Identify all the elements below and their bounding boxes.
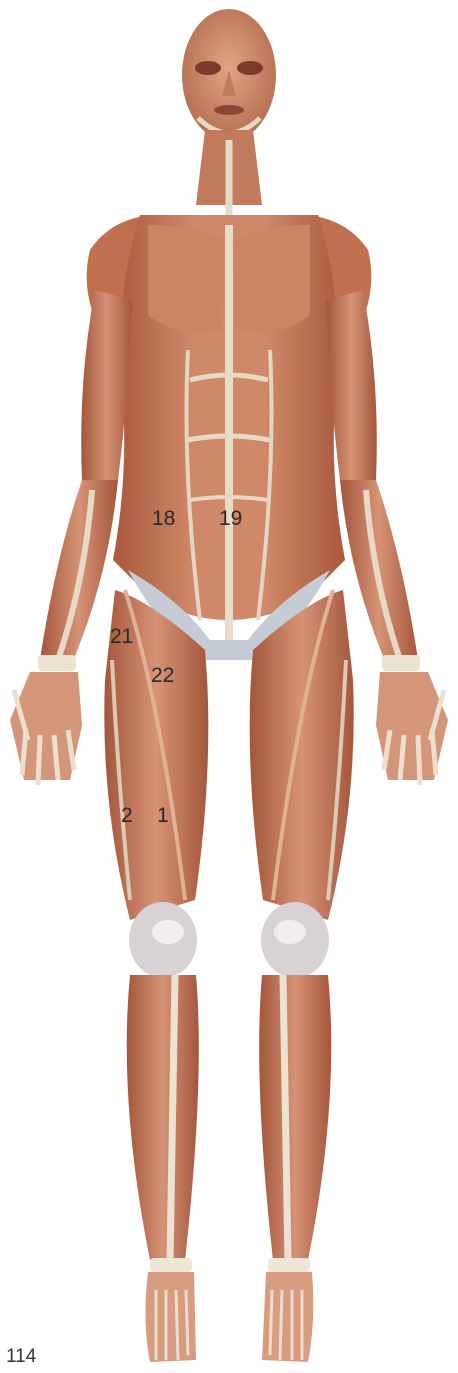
muscle-label-18: 18 [152, 508, 175, 529]
page-number: 114 [6, 1346, 36, 1368]
neck [196, 130, 262, 225]
hands [10, 672, 448, 785]
muscle-label-22: 22 [151, 665, 174, 686]
muscle-label-2: 2 [121, 805, 133, 826]
torso [113, 215, 345, 660]
knees [129, 902, 329, 978]
muscle-label-19: 19 [219, 508, 242, 529]
lower-legs [127, 975, 332, 1272]
head [182, 9, 276, 141]
feet [145, 1272, 313, 1362]
muscle-label-21: 21 [110, 626, 133, 647]
muscle-label-1: 1 [157, 805, 169, 826]
